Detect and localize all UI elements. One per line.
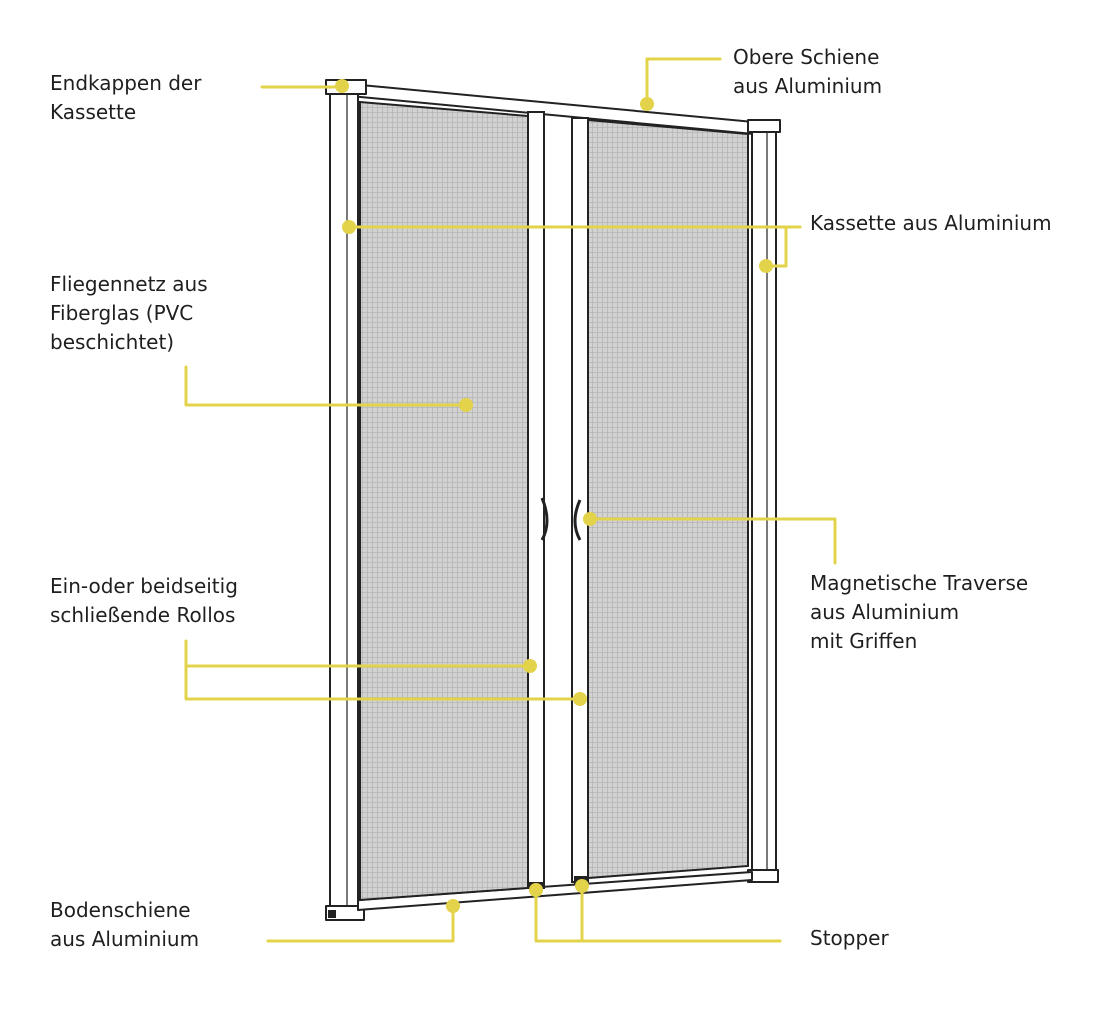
label-endkappen: Endkappen der Kassette [50, 71, 202, 124]
leader-bodenschiene [266, 904, 455, 943]
dot-rollos-right [573, 692, 587, 706]
callout-lines [184, 57, 837, 943]
leader-stopper [534, 888, 782, 943]
dot-kassette-left [342, 220, 356, 234]
left-handle [540, 497, 549, 541]
left-mesh-panel [359, 100, 529, 902]
dot-traverse [583, 512, 597, 526]
right-end-cap-top [747, 119, 781, 133]
label-stopper: Stopper [810, 926, 889, 950]
label-kassette: Kassette aus Aluminium [810, 211, 1052, 235]
label-obere-schiene: Obere Schiene aus Aluminium [733, 45, 883, 98]
right-handle [573, 499, 582, 541]
dot-rollos-left [523, 659, 537, 673]
leader-fliegennetz [184, 365, 468, 407]
label-rollos: Ein-oder beidseitig schließende Rollos [50, 574, 238, 627]
dot-stopper-left [529, 883, 543, 897]
label-bodenschiene: Bodenschiene aus Aluminium [50, 898, 200, 951]
leader-traverse [588, 517, 837, 565]
leader-obere-schiene [645, 57, 722, 106]
dot-fliegennetz [459, 398, 473, 412]
dot-endkappen [335, 79, 349, 93]
leader-rollos [184, 639, 582, 701]
label-fliegennetz: Fliegennetz aus Fiberglas (PVC beschicht… [50, 272, 208, 354]
callout-dots [335, 79, 773, 913]
dot-stopper-right [575, 879, 589, 893]
door-frame [325, 79, 781, 921]
magnetic-traverse [527, 111, 589, 889]
dot-bodenschiene [446, 899, 460, 913]
dot-obere-schiene [640, 97, 654, 111]
label-traverse: Magnetische Traverse aus Aluminium mit G… [810, 571, 1029, 653]
left-cassette [329, 83, 359, 917]
right-mesh-panel [587, 118, 749, 880]
dot-kassette-right [759, 259, 773, 273]
right-cassette [751, 123, 777, 881]
